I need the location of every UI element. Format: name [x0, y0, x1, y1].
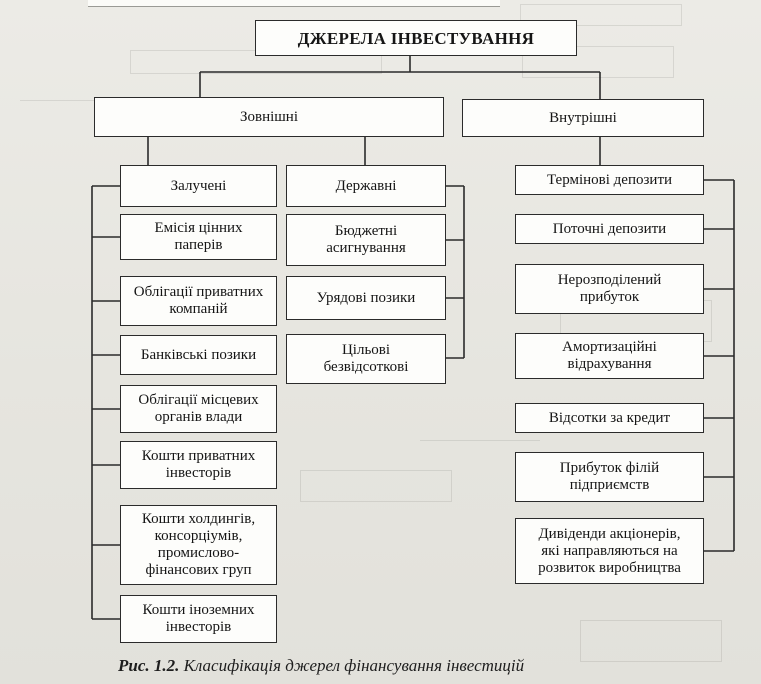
node-state-item-label: Бюджетні асигнування: [326, 223, 406, 256]
node-raised-item: Кошти приватних інвесторів: [120, 441, 277, 489]
bleed-box: [580, 620, 722, 662]
node-raised-item-label: Кошти холдингів, консорціумів, промислов…: [141, 511, 256, 578]
node-raised-item: Кошти холдингів, консорціумів, промислов…: [120, 505, 277, 585]
bleed-box: [300, 470, 452, 502]
node-raised-item-label: Емісія цінних паперів: [154, 220, 243, 253]
top-text-strip: [88, 0, 500, 7]
node-internal: Внутрішні: [462, 99, 704, 137]
bleed-box: [520, 4, 682, 26]
node-internal-item-label: Термінові депозити: [546, 171, 673, 188]
node-internal-item-label: Дивіденди акціонерів, які направляються …: [538, 525, 681, 576]
node-raised-item: Кошти іноземних інвесторів: [120, 595, 277, 643]
node-internal-item: Термінові депозити: [515, 165, 704, 195]
diagram-title-text: ДЖЕРЕЛА ІНВЕСТУВАННЯ: [297, 28, 535, 48]
node-external-label: Зовнішні: [239, 108, 299, 125]
node-internal-item: Амортизаційні відрахування: [515, 333, 704, 379]
node-raised-label: Залучені: [170, 177, 227, 194]
node-raised-item: Банківські позики: [120, 335, 277, 375]
node-state-item-label: Урядові позики: [316, 289, 416, 306]
node-state-item: Бюджетні асигнування: [286, 214, 446, 266]
node-state-item-label: Цільові безвідсоткові: [323, 342, 409, 375]
node-raised-item: Емісія цінних паперів: [120, 214, 277, 260]
node-internal-item: Прибуток філій підприємств: [515, 452, 704, 502]
node-raised-item-label: Кошти приватних інвесторів: [141, 448, 256, 481]
node-internal-item-label: Амортизаційні відрахування: [562, 339, 657, 372]
node-raised-item-label: Облігації місцевих органів влади: [138, 392, 259, 425]
bleed-box: [522, 46, 674, 78]
bleed-line: [420, 440, 540, 441]
node-internal-item-label: Поточні депозити: [552, 220, 667, 237]
bleed-line: [20, 100, 100, 101]
node-raised-item-label: Банківські позики: [140, 346, 257, 363]
node-state-label: Державні: [335, 177, 397, 194]
node-state-item: Цільові безвідсоткові: [286, 334, 446, 384]
node-state: Державні: [286, 165, 446, 207]
node-raised-item-label: Кошти іноземних інвесторів: [142, 602, 255, 635]
node-state-item: Урядові позики: [286, 276, 446, 320]
node-internal-item: Нерозподілений прибуток: [515, 264, 704, 314]
node-raised: Залучені: [120, 165, 277, 207]
node-raised-item: Облігації місцевих органів влади: [120, 385, 277, 433]
node-internal-item-label: Відсотки за кредит: [548, 409, 671, 426]
node-raised-item: Облігації приватних компаній: [120, 276, 277, 326]
figure-caption-text: Класифікація джерел фінансування інвести…: [183, 656, 525, 675]
figure-caption: Рис. 1.2. Класифікація джерел фінансуван…: [118, 656, 718, 676]
node-external: Зовнішні: [94, 97, 444, 137]
node-internal-item: Поточні депозити: [515, 214, 704, 244]
node-internal-item: Дивіденди акціонерів, які направляються …: [515, 518, 704, 584]
node-internal-item-label: Нерозподілений прибуток: [557, 272, 662, 305]
node-internal-item-label: Прибуток філій підприємств: [559, 460, 660, 493]
node-internal-label: Внутрішні: [549, 109, 617, 126]
node-internal-item: Відсотки за кредит: [515, 403, 704, 433]
diagram-title: ДЖЕРЕЛА ІНВЕСТУВАННЯ: [255, 20, 577, 56]
node-raised-item-label: Облігації приватних компаній: [133, 284, 264, 317]
figure-caption-label: Рис. 1.2.: [118, 656, 180, 675]
